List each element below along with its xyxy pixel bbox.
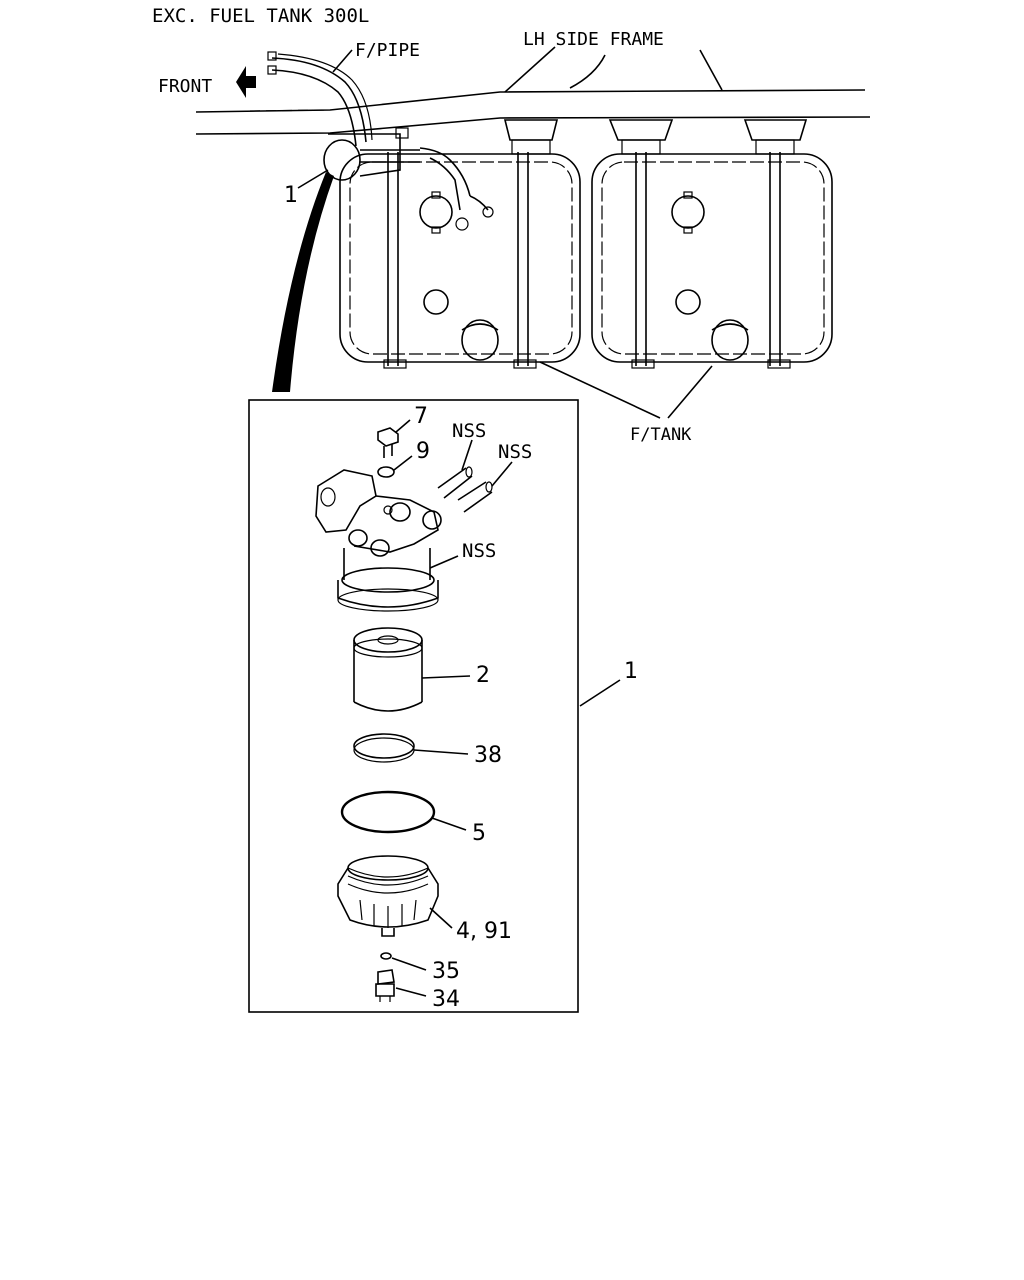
callout-5-leader — [431, 817, 467, 831]
callout-1-main: 1 — [284, 183, 298, 208]
fuel-pipes — [267, 51, 373, 147]
callout-nss-1-leader — [461, 439, 473, 471]
lh-side-frame-label: LH SIDE FRAME — [523, 29, 664, 50]
callout-1-detail-leader — [579, 679, 621, 707]
f-tank-label: F/TANK — [630, 425, 692, 445]
callout-4-91-leader — [429, 907, 453, 929]
f-pipe-label: F/PIPE — [355, 40, 420, 61]
callout-34: 34 — [432, 987, 460, 1012]
callout-34-leader — [395, 987, 427, 997]
fuel-tank-left — [339, 119, 581, 369]
frame-leader-2 — [569, 54, 606, 89]
filter-head-part — [315, 469, 442, 557]
callout-2-leader — [421, 675, 471, 679]
callout-4-91: 4, 91 — [456, 919, 512, 944]
filter-mounted — [323, 127, 494, 231]
callout-nss-3: NSS — [462, 540, 496, 562]
frame-leader-1 — [504, 46, 556, 93]
ring-part — [353, 733, 415, 763]
callout-9: 9 — [416, 439, 430, 464]
f-tank-leader-1 — [539, 361, 661, 419]
front-arrow-icon — [236, 66, 256, 98]
f-tank-leader-2 — [667, 365, 713, 419]
frame-leader-3 — [699, 49, 723, 91]
washer-part — [377, 466, 395, 478]
nss-pin-2 — [457, 481, 493, 513]
o-ring-part — [340, 790, 436, 834]
bowl-part — [337, 855, 439, 937]
drain-plug-part — [375, 969, 395, 1002]
filter-housing-part — [337, 548, 439, 612]
front-label: FRONT — [158, 76, 212, 97]
callout-2: 2 — [476, 663, 490, 688]
bolt-part — [377, 427, 399, 458]
callout-7-leader — [395, 419, 411, 433]
detail-pointer — [272, 172, 334, 392]
callout-nss-1: NSS — [452, 420, 486, 442]
callout-nss-2: NSS — [498, 441, 532, 463]
fuel-tank-right — [591, 119, 833, 369]
callout-38-leader — [413, 749, 469, 755]
callout-1-main-leader — [297, 169, 329, 189]
callout-nss-2-leader — [491, 461, 513, 487]
lh-side-frame — [195, 89, 871, 135]
filter-element-part — [353, 627, 423, 712]
callout-1-detail: 1 — [624, 659, 638, 684]
callout-5: 5 — [472, 821, 486, 846]
nss-pin-1 — [437, 466, 473, 499]
callout-nss-3-leader — [429, 555, 459, 569]
drain-washer-part — [380, 952, 392, 960]
callout-9-leader — [393, 455, 413, 471]
callout-35-leader — [391, 957, 427, 971]
diagram-title: EXC. FUEL TANK 300L — [152, 5, 369, 27]
callout-38: 38 — [474, 743, 502, 768]
callout-35: 35 — [432, 959, 460, 984]
detail-box — [248, 399, 579, 1013]
callout-7: 7 — [414, 404, 428, 429]
